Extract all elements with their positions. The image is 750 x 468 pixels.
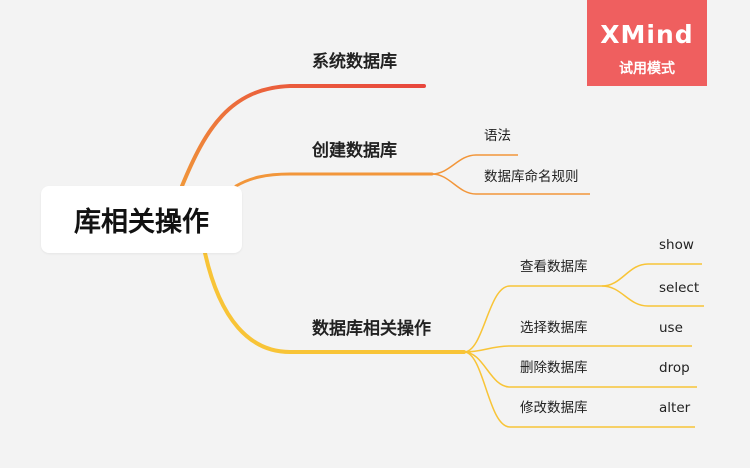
topic-db-ops[interactable]: 数据库相关操作 [312, 319, 431, 339]
subtopic-naming-rules[interactable]: 数据库命名规则 [484, 169, 579, 185]
edge-ops-view [463, 285, 602, 353]
edge-root-db-ops [203, 251, 466, 354]
edge-root-create-db [234, 172, 434, 188]
subtopic-syntax[interactable]: 语法 [484, 128, 511, 144]
edge-root-system-db [180, 84, 426, 188]
edge-create-naming [431, 173, 590, 195]
leaf-show[interactable]: show [659, 237, 694, 253]
watermark-brand: XMind [600, 20, 694, 49]
subtopic-view-db[interactable]: 查看数据库 [520, 259, 588, 275]
subtopic-alter-db[interactable]: 修改数据库 [520, 400, 588, 416]
edge-ops-delete [463, 351, 602, 388]
leaf-alter[interactable]: alter [659, 400, 691, 416]
leaf-select[interactable]: select [659, 280, 700, 296]
edge-view-select [601, 285, 704, 307]
topic-create-db[interactable]: 创建数据库 [312, 141, 397, 161]
edge-ops-alter [463, 351, 602, 428]
subtopic-select-db[interactable]: 选择数据库 [520, 320, 588, 336]
edge-ops-select [463, 345, 602, 353]
subtopic-delete-db[interactable]: 删除数据库 [520, 360, 588, 376]
edge-view-show [601, 263, 702, 287]
topic-system-db[interactable]: 系统数据库 [312, 52, 397, 72]
xmind-trial-watermark: XMind 试用模式 [587, 0, 707, 86]
leaf-drop[interactable]: drop [659, 360, 690, 376]
edge-create-syntax [431, 154, 518, 175]
root-topic[interactable]: 库相关操作 [41, 186, 242, 253]
watermark-mode: 试用模式 [619, 61, 675, 77]
leaf-use[interactable]: use [659, 320, 683, 336]
